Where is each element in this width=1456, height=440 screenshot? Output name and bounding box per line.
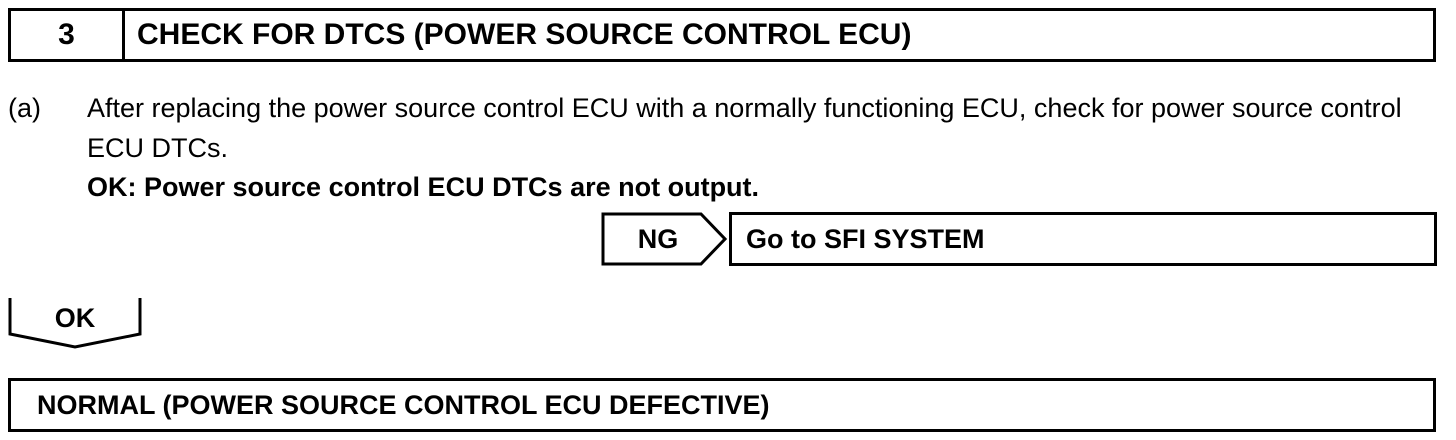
ok-label: OK xyxy=(54,302,96,333)
ok-criteria: OK: Power source control ECU DTCs are no… xyxy=(87,172,760,202)
step-header: 3 CHECK FOR DTCS (POWER SOURCE CONTROL E… xyxy=(8,8,1436,62)
step-title: CHECK FOR DTCS (POWER SOURCE CONTROL ECU… xyxy=(137,18,912,51)
instruction-marker: (a) xyxy=(8,93,41,123)
ok-arrow-shape xyxy=(8,298,142,349)
ng-label: NG xyxy=(637,223,679,254)
ok-branch-tag: OK xyxy=(8,296,142,350)
ok-result-box: NORMAL (POWER SOURCE CONTROL ECU DEFECTI… xyxy=(8,378,1436,432)
ng-result-box: Go to SFI SYSTEM xyxy=(729,212,1437,266)
instruction-text: After replacing the power source control… xyxy=(87,93,1402,163)
ng-arrow-shape xyxy=(601,212,727,266)
step-number: 3 xyxy=(11,11,125,59)
ng-branch-tag: NG xyxy=(601,212,727,266)
